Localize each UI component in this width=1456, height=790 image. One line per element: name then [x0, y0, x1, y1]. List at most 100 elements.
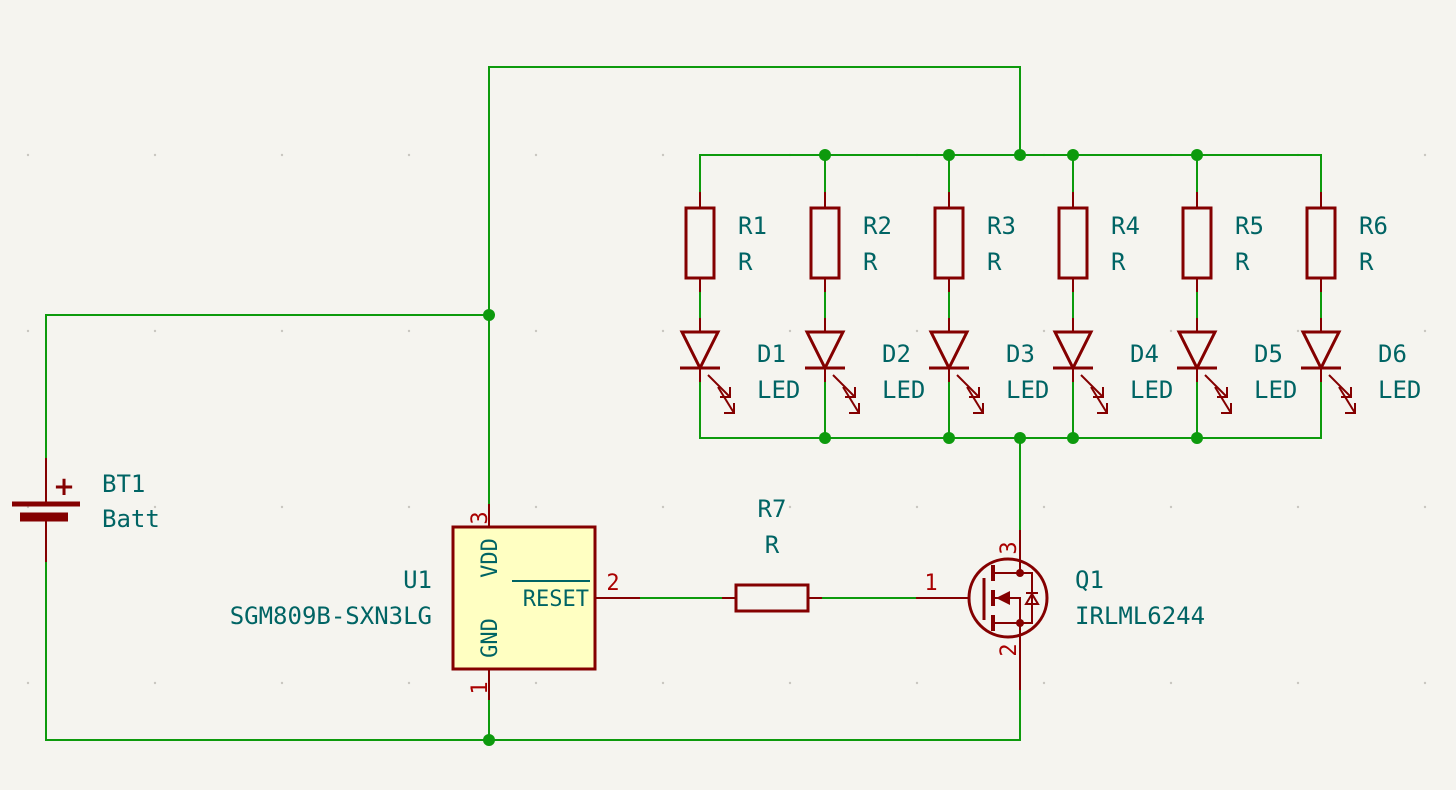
grid-dot — [534, 153, 538, 157]
led-emission-arrow — [717, 386, 735, 414]
junction — [1067, 149, 1079, 161]
ic-u1[interactable]: 3 1 2 VDD GND RESET U1 SGM809B-SXN3LG — [230, 504, 640, 700]
junction — [1191, 149, 1203, 161]
ic-pin-vdd-name: VDD — [478, 538, 503, 578]
column-wires — [699, 154, 1322, 439]
junction — [943, 432, 955, 444]
led-value: LED — [1006, 376, 1049, 404]
resistor-r2[interactable]: R2R — [809, 192, 892, 292]
grid-dot — [534, 505, 538, 509]
resistor-r1[interactable]: R1R — [684, 192, 767, 292]
resistor-r4[interactable]: R4R — [1057, 192, 1140, 292]
battery-ref: BT1 — [102, 470, 145, 498]
led-emission-arrow — [966, 386, 984, 414]
led-triangle — [1300, 330, 1342, 372]
led-emission-arrow — [1090, 386, 1108, 414]
grid-dot — [407, 681, 411, 685]
led-columns: R1RD1LEDR2RD2LEDR3RD3LEDR4RD4LEDR5RD5LED… — [679, 192, 1421, 414]
grid-dot — [407, 329, 411, 333]
mosfet-value: IRLML6244 — [1075, 602, 1205, 630]
resistor-value: R — [1359, 248, 1374, 276]
resistor-value: R — [987, 248, 1002, 276]
resistor-body — [684, 206, 716, 280]
resistor-body — [1181, 206, 1213, 280]
grid-dot — [534, 329, 538, 333]
battery-polarity-plus: + — [53, 472, 75, 502]
resistor-r6[interactable]: R6R — [1305, 192, 1388, 292]
grid-dot — [280, 505, 284, 509]
mosfet-pin-drain-number: 3 — [997, 541, 1022, 554]
r7-value: R — [765, 531, 780, 559]
led-emission-arrowhead — [1345, 403, 1356, 414]
grid-dot — [788, 681, 792, 685]
grid-dot — [153, 505, 157, 509]
mosfet-diode-wire — [1020, 572, 1033, 624]
r7-body — [734, 583, 810, 613]
led-value: LED — [1378, 376, 1421, 404]
junction — [1014, 432, 1026, 444]
junction — [483, 309, 495, 321]
mosfet-ref: Q1 — [1075, 566, 1104, 594]
wire-gnd — [45, 561, 1021, 741]
ic-body — [451, 525, 597, 671]
resistor-r7[interactable]: R7 R — [722, 495, 822, 613]
junction — [1014, 149, 1026, 161]
resistor-ref: R5 — [1235, 212, 1264, 240]
grid-dot — [1296, 681, 1300, 685]
led-ref: D2 — [882, 340, 911, 368]
grid-dot — [1296, 505, 1300, 509]
resistor-r3[interactable]: R3R — [933, 192, 1016, 292]
led-emission-arrowhead — [724, 403, 735, 414]
resistor-value: R — [1235, 248, 1250, 276]
junction — [1067, 432, 1079, 444]
led-emission-arrowhead — [1097, 403, 1108, 414]
wire-vdd-top — [488, 66, 1021, 505]
resistor-body — [809, 206, 841, 280]
grid-dot — [1042, 329, 1046, 333]
grid-dot — [1423, 329, 1427, 333]
mosfet-q1[interactable]: 1 3 2 Q1 IRLML6244 — [916, 530, 1205, 690]
led-ref: D4 — [1130, 340, 1159, 368]
grid-dot — [788, 329, 792, 333]
grid-dot — [1423, 681, 1427, 685]
grid-dot — [534, 681, 538, 685]
junction — [483, 734, 495, 746]
grid-dot — [1423, 505, 1427, 509]
mosfet-pin-gate-number: 1 — [924, 571, 937, 596]
led-triangle — [1176, 330, 1218, 372]
led-emission-arrow — [1328, 374, 1352, 398]
grid-dot — [280, 329, 284, 333]
led-emission-arrow — [956, 374, 980, 398]
led-ref: D3 — [1006, 340, 1035, 368]
grid-dot — [407, 505, 411, 509]
grid-dot — [915, 681, 919, 685]
led-triangle — [1052, 330, 1094, 372]
wires — [45, 66, 1322, 741]
battery-bt1[interactable]: + BT1 Batt — [12, 458, 160, 562]
ic-pin-gnd-name: GND — [478, 618, 503, 658]
grid-dot — [153, 329, 157, 333]
resistor-r5[interactable]: R5R — [1181, 192, 1264, 292]
grid-dot — [1296, 329, 1300, 333]
ic-ref: U1 — [403, 566, 432, 594]
resistor-body — [933, 206, 965, 280]
grid-dot — [26, 681, 30, 685]
resistor-ref: R3 — [987, 212, 1016, 240]
mosfet-diode-triangle — [1024, 592, 1040, 605]
led-ref: D6 — [1378, 340, 1407, 368]
led-emission-arrow — [1204, 374, 1228, 398]
resistor-value: R — [738, 248, 753, 276]
grid-dots — [26, 153, 1427, 685]
mosfet-body-arrow — [996, 591, 1010, 605]
ic-pin-gnd-number: 1 — [468, 681, 493, 694]
led-value: LED — [882, 376, 925, 404]
resistor-value: R — [1111, 248, 1126, 276]
battery-value: Batt — [102, 505, 160, 533]
